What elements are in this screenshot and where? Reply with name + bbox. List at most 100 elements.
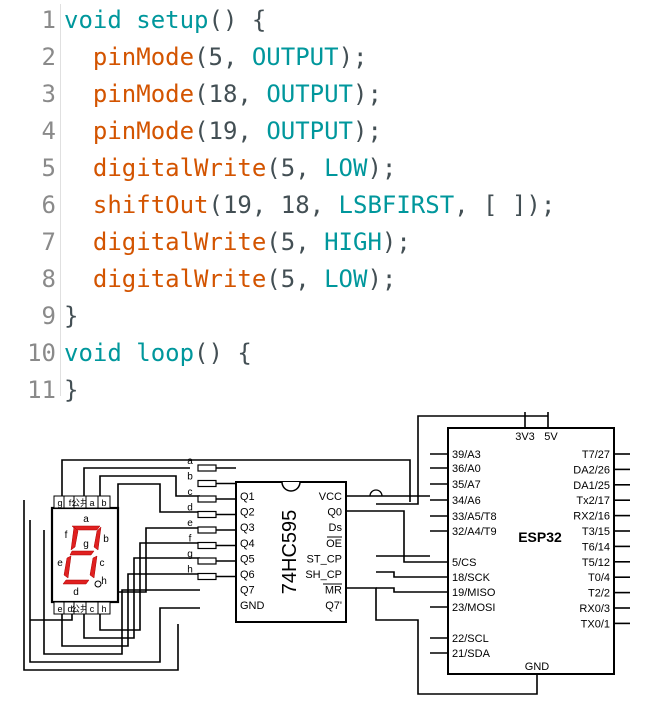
code-token: LOW [324, 265, 368, 293]
code-token: (19, 18, [208, 191, 339, 219]
shift-register-left-pin: Q4 [240, 538, 255, 550]
display-segment-label: c [100, 558, 105, 569]
display-segment-b [93, 526, 102, 551]
esp32-left-pin: 5/CS [452, 557, 476, 569]
display-top-pin-label: b [101, 498, 106, 508]
shift-register-name: 74HC595 [279, 510, 301, 595]
resistor-label: h [187, 565, 193, 576]
code-token: (5, [266, 154, 325, 182]
line-number: 9 [41, 302, 56, 330]
line-number: 5 [41, 154, 56, 182]
esp32-right-pin: RX2/16 [573, 511, 610, 523]
code-token [64, 117, 93, 145]
display-bottom-pin-label: 公共 [71, 604, 89, 614]
code-token: pinMode [92, 80, 195, 108]
display-bottom-pin-label: h [101, 604, 106, 614]
code-token [64, 80, 93, 108]
display-segment-e [63, 555, 72, 579]
code-token: pinMode [92, 117, 195, 145]
display-top-pin-label: f [69, 498, 72, 508]
code-token: () { [208, 6, 267, 34]
display-bottom-pin-box [97, 601, 111, 615]
code-text: } [64, 372, 78, 409]
code-token: void [64, 6, 122, 34]
decimal-point [94, 580, 102, 588]
code-text: } [64, 298, 78, 335]
shift-register-right-pin: OE [326, 538, 342, 550]
shift-register-left-pin: Q6 [240, 569, 255, 581]
code-token: , [ ]); [454, 191, 556, 219]
code-token: LOW [324, 154, 368, 182]
esp32-right-pin: T6/14 [582, 541, 610, 553]
code-token [64, 191, 93, 219]
esp32-right-pin: T0/4 [588, 572, 610, 584]
code-token [64, 228, 93, 256]
code-token: ); [353, 80, 382, 108]
code-token: setup [136, 6, 209, 34]
shift-register-left-pin: Q7 [240, 585, 255, 597]
display-segment-label: a [83, 514, 89, 525]
shift-register-left-pin: Q1 [240, 491, 255, 503]
resistor-label: b [187, 472, 193, 483]
resistor-e [197, 526, 217, 534]
code-token: ); [381, 228, 411, 256]
esp32-right-pin: Tx2/17 [576, 495, 610, 507]
shift-register-notch [281, 481, 301, 492]
resistor-h [197, 572, 217, 581]
code-text: pinMode(19, OUTPUT); [64, 113, 382, 150]
esp32-body [447, 427, 615, 675]
resistor-g [197, 557, 217, 565]
code-token: pinMode [92, 43, 195, 71]
esp32-left-pin: 34/A6 [452, 495, 481, 507]
shift-register-left-pin: Q3 [240, 522, 255, 534]
code-token: ); [338, 43, 368, 71]
esp32-left-pin: 39/A3 [452, 449, 481, 461]
display-bottom-pin-label: c [90, 604, 95, 614]
code-token: digitalWrite [92, 154, 267, 182]
code-token [64, 265, 93, 293]
line-number: 11 [27, 376, 56, 404]
code-token: (5, [266, 265, 325, 293]
code-token: (5, [194, 43, 252, 71]
resistor-label: d [187, 503, 193, 514]
shift-register-left-pin: Q5 [240, 553, 255, 565]
display-segment-d [62, 579, 90, 585]
esp32-right-pin: T5/12 [582, 557, 610, 569]
code-token: } [64, 302, 79, 330]
resistor-label: g [187, 549, 193, 560]
esp32-left-pin: 36/A0 [452, 463, 481, 475]
code-token: digitalWrite [92, 228, 267, 256]
esp32-right-pin: TX0/1 [581, 618, 610, 630]
display-bottom-pin-label: e [57, 604, 62, 614]
code-token: void [64, 339, 122, 367]
display-segment-g [69, 550, 95, 556]
code-token: ); [367, 265, 397, 293]
shift-register-right-pin: Ds [329, 522, 343, 534]
resistor-label: a [187, 456, 193, 467]
esp32-name: ESP32 [518, 529, 562, 545]
line-number: 10 [27, 339, 56, 367]
display-segment-label: b [103, 534, 109, 545]
shift-register-right-pin: SH_CP [305, 569, 342, 581]
gutter-divider [60, 4, 61, 396]
esp32-left-pin: 33/A5/T8 [452, 511, 497, 523]
shift-register-right-pin: Q0 [327, 507, 342, 519]
display-segment-f [70, 526, 79, 551]
shift-register-body [235, 481, 347, 623]
esp32-left-pin: 22/SCL [452, 633, 489, 645]
display-segment-label: h [101, 576, 107, 587]
esp32-right-pin: T2/2 [588, 588, 610, 600]
code-token: loop [136, 339, 195, 367]
shift-register-left-pin: Q2 [240, 507, 255, 519]
code-token: OUTPUT [251, 43, 339, 71]
esp32-left-pin: 18/SCK [452, 572, 491, 584]
shift-register-right-pin: Q7' [325, 600, 342, 612]
esp32-left-pin: 23/MOSI [452, 602, 495, 614]
code-text: void loop() { [64, 335, 252, 372]
code-token: ); [367, 154, 397, 182]
display-bottom-pin-label: d [67, 604, 72, 614]
line-number: 2 [41, 43, 56, 71]
shift-register-right-pin: VCC [319, 491, 342, 503]
esp32-left-pin: 21/SDA [452, 648, 491, 660]
